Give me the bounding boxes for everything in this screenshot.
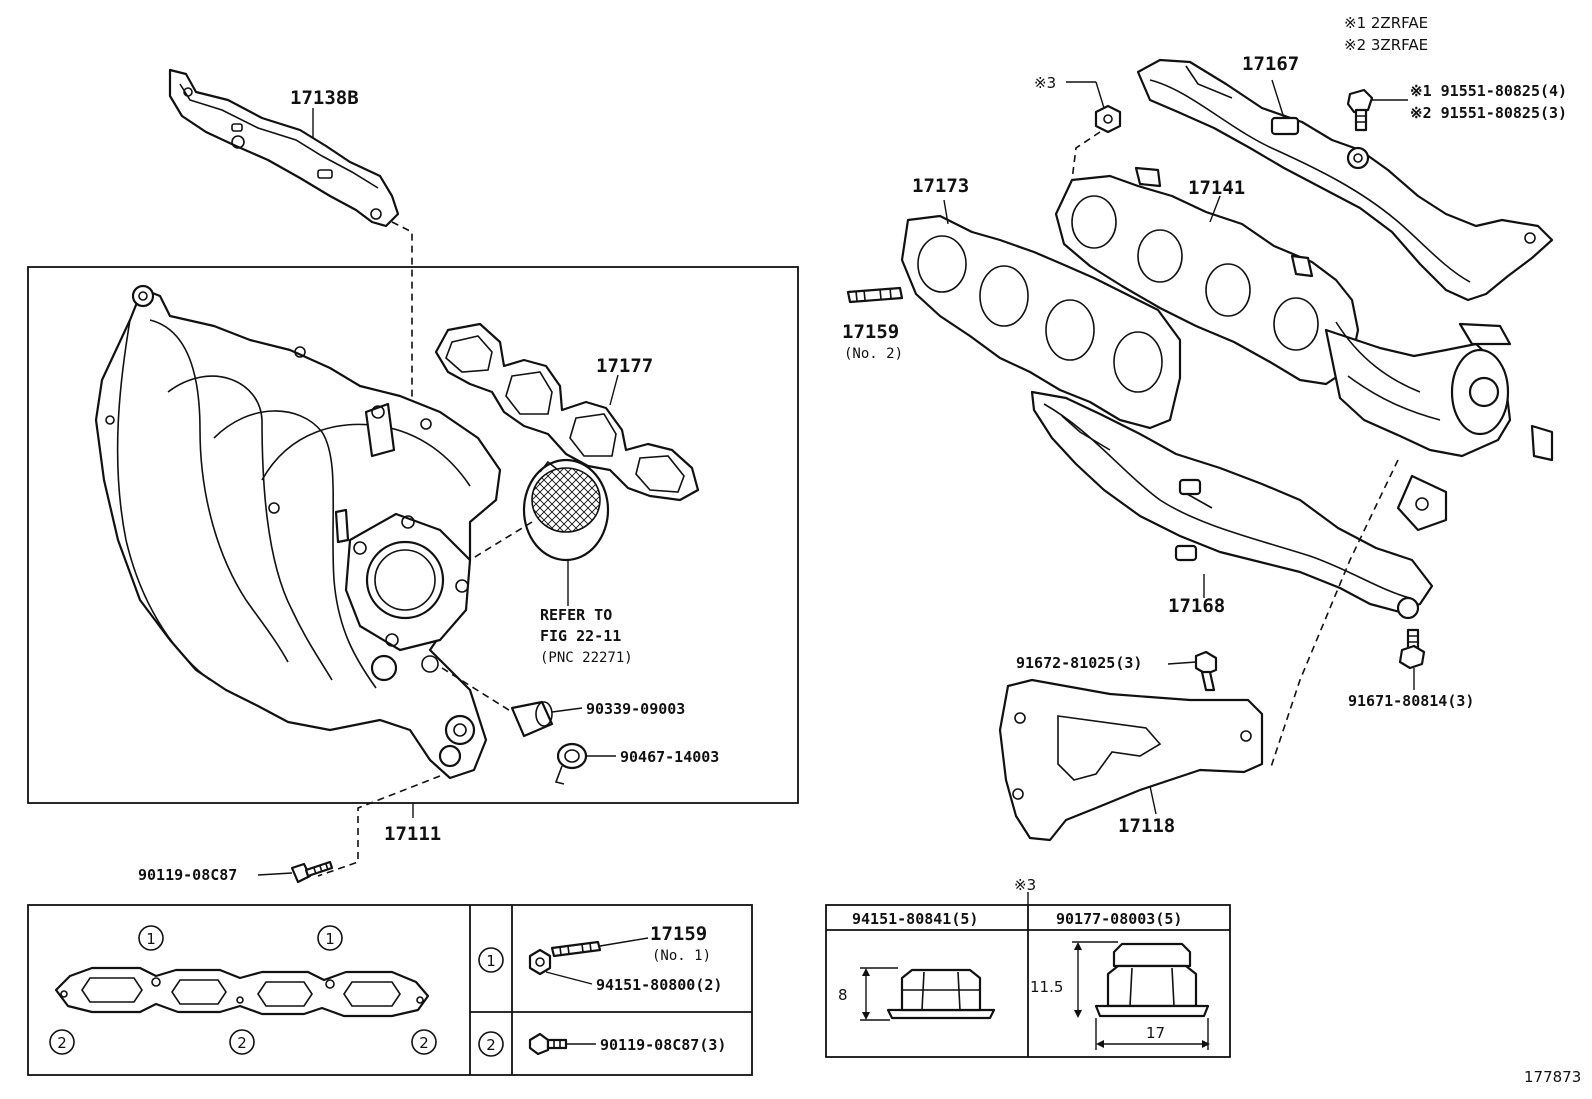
nut-table-header-1: 94151-80841(5) <box>852 910 978 928</box>
bolt-90119-table-drawing <box>528 1032 568 1056</box>
bracket-17118-drawing <box>998 678 1264 842</box>
label-17159-no2-sub: (No. 2) <box>844 346 903 362</box>
legend-circle-1b: 1 <box>317 925 343 951</box>
clamp-90467-drawing <box>554 742 588 785</box>
leader-94151-80800 <box>545 971 593 985</box>
svg-text:1: 1 <box>486 952 496 970</box>
label-17159-no2: 17159 <box>842 321 899 343</box>
leader-90119-main <box>257 872 293 876</box>
leader-17177 <box>609 374 619 406</box>
legend-circle-1a: 1 <box>138 925 164 951</box>
stud-17159-no2-drawing <box>846 286 904 304</box>
dash-mark3-top <box>1071 131 1101 181</box>
legend-circle-2a: 2 <box>49 1029 75 1055</box>
label-17173: 17173 <box>912 175 969 197</box>
legend-circle-2c: 2 <box>411 1029 437 1055</box>
svg-text:2: 2 <box>237 1034 247 1052</box>
dash-screen <box>469 521 533 561</box>
label-17159-no1-sub: (No. 1) <box>652 948 711 964</box>
svg-text:2: 2 <box>486 1036 496 1054</box>
leader-91672 <box>1167 661 1197 665</box>
refer-line-2: FIG 22-11 <box>540 627 621 645</box>
label-91551-1: ※1 91551-80825(4) <box>1410 82 1567 100</box>
svg-text:2: 2 <box>419 1034 429 1052</box>
nut-94151-80841-drawing <box>886 968 996 1020</box>
label-90339: 90339-09003 <box>586 700 685 718</box>
nut-90177-08003-drawing <box>1094 942 1210 1018</box>
gasket-17173-drawing <box>900 214 1182 430</box>
refer-line-3: (PNC 22271) <box>540 650 633 666</box>
variant-note-2: ※2 3ZRFAE <box>1344 36 1428 54</box>
label-17138B: 17138B <box>290 87 359 109</box>
svg-text:1: 1 <box>146 930 156 948</box>
label-17141: 17141 <box>1188 177 1245 199</box>
nut-table-header-2: 90177-08003(5) <box>1056 910 1182 928</box>
legend-circle-2b: 2 <box>229 1029 255 1055</box>
dash-plug <box>441 667 513 713</box>
label-17111: 17111 <box>384 823 441 845</box>
gasket-profile-drawing <box>54 966 430 1018</box>
dash-insulator <box>1269 459 1399 771</box>
label-91672: 91672-81025(3) <box>1016 654 1142 672</box>
gasket-17177-drawing <box>434 322 700 502</box>
bolt-91672-drawing <box>1194 650 1218 692</box>
dim-label-width-2: 17 <box>1146 1024 1165 1042</box>
label-91671: 91671-80814(3) <box>1348 692 1474 710</box>
plug-90339-drawing <box>510 700 554 738</box>
refer-line-1: REFER TO <box>540 606 612 624</box>
label-91551-2: ※2 91551-80825(3) <box>1410 104 1567 122</box>
label-mark3-top: ※3 <box>1034 74 1056 92</box>
label-90119-table: 90119-08C87(3) <box>600 1036 726 1054</box>
svg-text:1: 1 <box>325 930 335 948</box>
bolt-90119-main-drawing <box>290 860 334 884</box>
label-94151-80800: 94151-80800(2) <box>596 976 722 994</box>
figure-id: 177873 <box>1524 1068 1581 1086</box>
legend-circle-1-key: 1 <box>478 947 504 973</box>
intake-manifold-drawing <box>94 284 502 780</box>
dimension-height-2 <box>1072 941 1118 1018</box>
leader-17118 <box>1149 785 1157 815</box>
svg-text:2: 2 <box>57 1034 67 1052</box>
label-17168: 17168 <box>1168 595 1225 617</box>
dash-17138B <box>391 221 413 470</box>
label-17118: 17118 <box>1118 815 1175 837</box>
dim-label-height-2: 11.5 <box>1030 978 1063 996</box>
label-17177: 17177 <box>596 355 653 377</box>
leader-17141 <box>1209 195 1221 223</box>
bolt-91671-drawing <box>1398 628 1426 670</box>
stud-17159-no1-drawing <box>550 940 602 958</box>
leader-17159-no1 <box>599 937 649 947</box>
label-17159-no1: 17159 <box>650 923 707 945</box>
leader-17173 <box>943 199 949 225</box>
leader-90339 <box>551 707 583 713</box>
label-90467: 90467-14003 <box>620 748 719 766</box>
intake-screen-drawing <box>522 458 610 562</box>
nut-mark3-drawing <box>1094 104 1122 134</box>
bracket-17138B-drawing <box>168 68 400 228</box>
leader-17167 <box>1271 79 1285 119</box>
legend-circle-2-key: 2 <box>478 1031 504 1057</box>
insulator-17167-drawing <box>1136 58 1554 302</box>
insulator-17168-drawing <box>1030 390 1434 620</box>
dimension-height-1 <box>860 967 898 1021</box>
label-17167: 17167 <box>1242 53 1299 75</box>
dim-label-height-1: 8 <box>838 986 848 1004</box>
gasket-legend-box <box>27 904 753 1076</box>
nut-94151-80800-drawing <box>528 948 552 976</box>
variant-note-1: ※1 2ZRFAE <box>1344 14 1428 32</box>
exhaust-manifold-17141-drawing <box>1054 166 1554 532</box>
dimension-width-2 <box>1095 1018 1210 1050</box>
bolt-91551-drawing <box>1346 88 1374 132</box>
label-mark3-table: ※3 <box>1014 876 1036 894</box>
label-90119-main: 90119-08C87 <box>138 866 237 884</box>
leader-mark3-top-b <box>1095 81 1105 109</box>
